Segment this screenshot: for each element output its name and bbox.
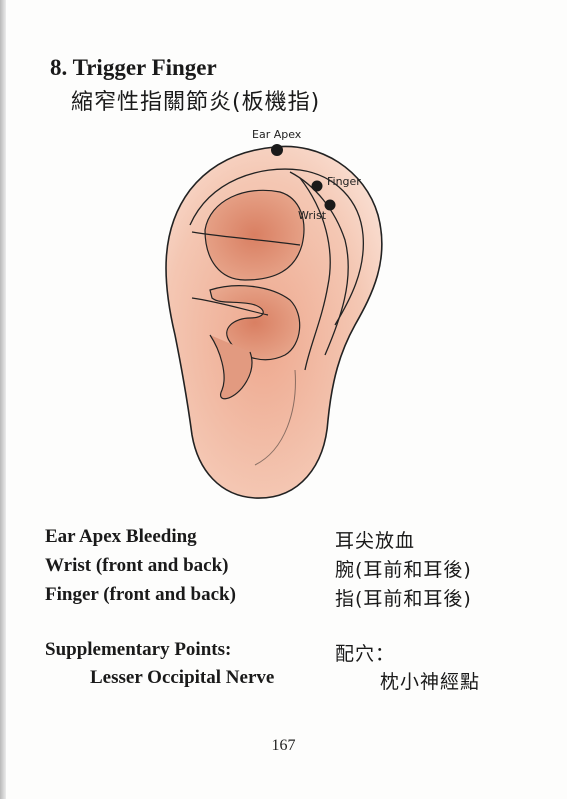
ear-diagram: Ear Apex Finger Wrist xyxy=(165,128,383,499)
ear-apex-label: Ear Apex xyxy=(252,128,302,141)
point-english: Wrist (front and back) xyxy=(45,555,229,576)
supplementary-heading-chinese: 配穴： xyxy=(335,643,396,665)
point-english: Ear Apex Bleeding xyxy=(45,526,197,547)
antihelix-line xyxy=(299,177,331,371)
point-english: Finger (front and back) xyxy=(45,584,236,605)
fossa-shading xyxy=(204,189,305,281)
finger-label: Finger xyxy=(327,175,361,188)
supplementary-heading: Supplementary Points: xyxy=(45,639,232,660)
section-title: 8. Trigger Finger xyxy=(50,55,217,80)
helix-inner-line xyxy=(189,168,364,326)
wrist-label: Wrist xyxy=(298,209,327,222)
finger-dot xyxy=(311,180,323,192)
section-subtitle-chinese: 縮窄性指關節炎(板機指) xyxy=(71,90,321,115)
wrist-dot xyxy=(324,199,336,211)
supplementary-item-chinese: 枕小神經點 xyxy=(380,671,481,693)
page-number: 167 xyxy=(271,737,296,754)
crus-line xyxy=(191,231,301,246)
point-chinese: 腕(耳前和耳後) xyxy=(335,559,472,581)
page-binding-edge xyxy=(0,0,6,799)
ear-apex-dot xyxy=(271,144,283,156)
lobule-line xyxy=(254,369,296,466)
supplementary-item: Lesser Occipital Nerve xyxy=(90,667,275,688)
tragus-line xyxy=(209,334,253,400)
point-chinese: 耳尖放血 xyxy=(335,530,416,552)
helix-crus-line xyxy=(191,297,269,316)
point-chinese: 指(耳前和耳後) xyxy=(335,588,472,610)
